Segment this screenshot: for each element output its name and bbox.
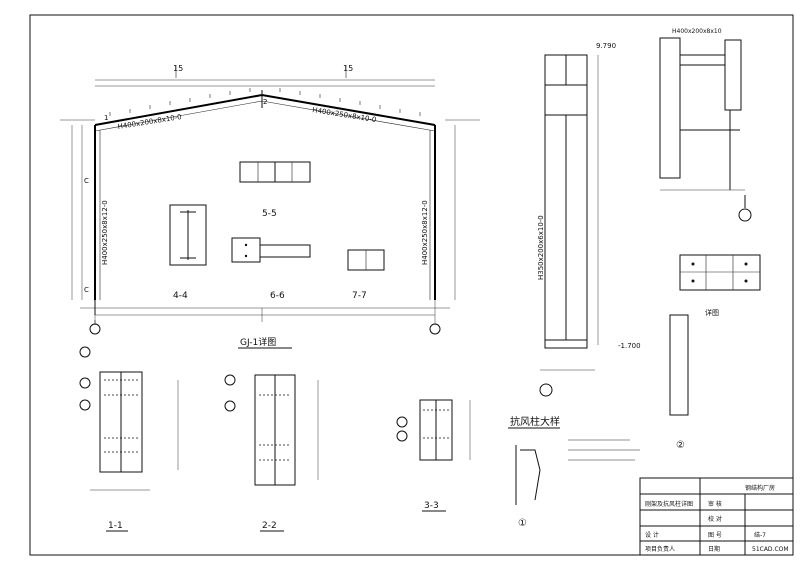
detail-2-label: ②	[676, 440, 685, 451]
wind-col-title: 抗风柱大样	[510, 415, 560, 428]
title-drawing: 刚架及抗风柱详图	[645, 500, 693, 508]
title-project: 钢结构厂房	[745, 484, 775, 492]
section-6-6: 6-6	[231, 237, 311, 301]
sec-2-2-label: 2-2	[262, 521, 277, 531]
section-mark-1: 1	[104, 114, 108, 122]
detail-1-label: ①	[518, 518, 527, 529]
section-mark-2: 2	[263, 98, 267, 106]
section-c-right: C	[84, 177, 89, 185]
section-7-7: 7-7	[347, 249, 385, 301]
column-left-label: H400x250x8x12-0	[101, 200, 109, 265]
sec-6-6-label: 6-6	[270, 291, 285, 301]
column-right-label: H400x250x8x12-0	[421, 200, 429, 265]
top-connection-detail: H400x200x8x10	[659, 28, 752, 222]
sec-7-7-label: 7-7	[352, 291, 367, 301]
note-detail-label: 详图	[705, 308, 719, 317]
title-date: 日期	[708, 545, 720, 553]
title-review: 审 核	[708, 500, 722, 508]
section-4-4: 4-4	[169, 204, 207, 301]
wind-col-notes	[568, 439, 640, 461]
title-no-value: 结-7	[754, 531, 766, 539]
title-design: 设 计	[645, 531, 659, 539]
detail-2: ②	[669, 314, 689, 451]
elev-bottom-label: -1.700	[618, 342, 641, 350]
title-check: 校 对	[708, 515, 722, 523]
sec-3-3-label: 3-3	[424, 501, 439, 511]
frame-title: GJ-1详图	[240, 336, 276, 348]
section-5-5: 5-5	[239, 161, 311, 219]
wind-col-member-label: H350x200x6x10-0	[537, 215, 545, 280]
sheet-border	[29, 14, 794, 556]
wind-col-top-label: H400x200x8x10	[672, 28, 722, 35]
wind-column-elevation: H350x200x6x10-0 9.790 -1.700 抗风柱大样	[508, 42, 641, 429]
title-block: 钢结构厂房 刚架及抗风柱详图 审 核 校 对 设 计 图 号 结-7 项目负责人…	[639, 477, 794, 556]
section-3-3: 3-3	[396, 399, 471, 512]
watermark: 51CAD.COM	[752, 546, 789, 553]
section-2-2: 2-2	[224, 374, 319, 532]
span-left-label: 15	[173, 64, 183, 73]
portal-frame-elevation: 15 15 H400x200x8x10-0 H400x250x8x10-0 1 …	[60, 64, 480, 349]
elev-top-label: 9.790	[596, 42, 616, 50]
title-no: 图 号	[708, 532, 722, 539]
sec-4-4-label: 4-4	[173, 291, 188, 301]
baseplate-detail: 详图	[679, 254, 761, 317]
sec-5-5-label: 5-5	[262, 209, 277, 219]
sec-1-1-label: 1-1	[108, 521, 123, 531]
detail-1: ①	[515, 445, 541, 529]
section-1-1: 1-1	[79, 346, 179, 532]
span-right-label: 15	[343, 64, 353, 73]
title-leader: 项目负责人	[645, 545, 675, 553]
section-c-left: C	[84, 286, 89, 294]
